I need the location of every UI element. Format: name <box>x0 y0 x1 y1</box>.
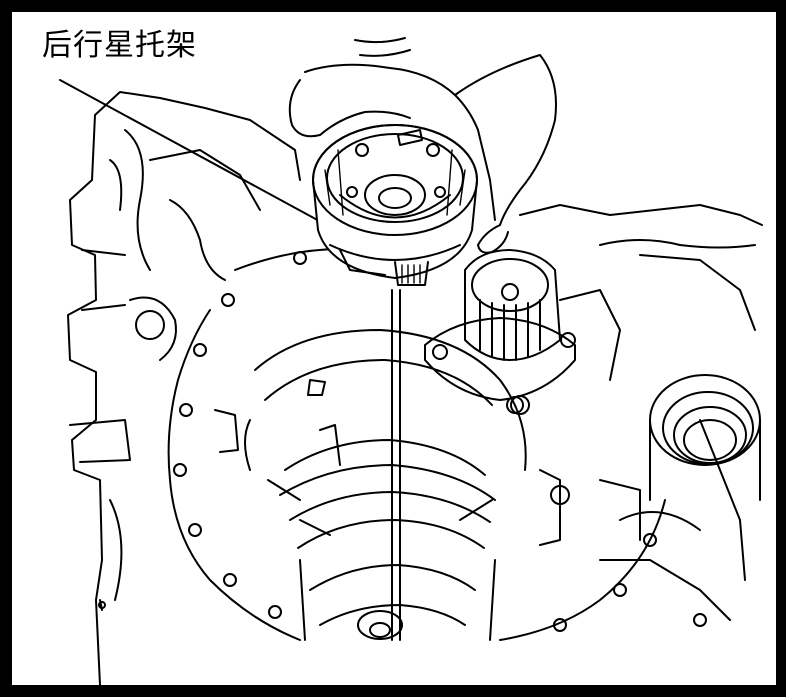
housing-flange <box>167 248 707 641</box>
transmission-housing <box>67 91 763 686</box>
part-label: 后行星托架 <box>42 28 197 63</box>
oil-pump-gear <box>424 249 576 414</box>
side-cylinder-bore <box>649 374 761 501</box>
housing-details <box>98 409 641 611</box>
technician-hands <box>288 37 557 254</box>
main-bore <box>254 329 527 641</box>
rear-planetary-carrier <box>312 124 478 286</box>
leader-line <box>59 79 346 236</box>
